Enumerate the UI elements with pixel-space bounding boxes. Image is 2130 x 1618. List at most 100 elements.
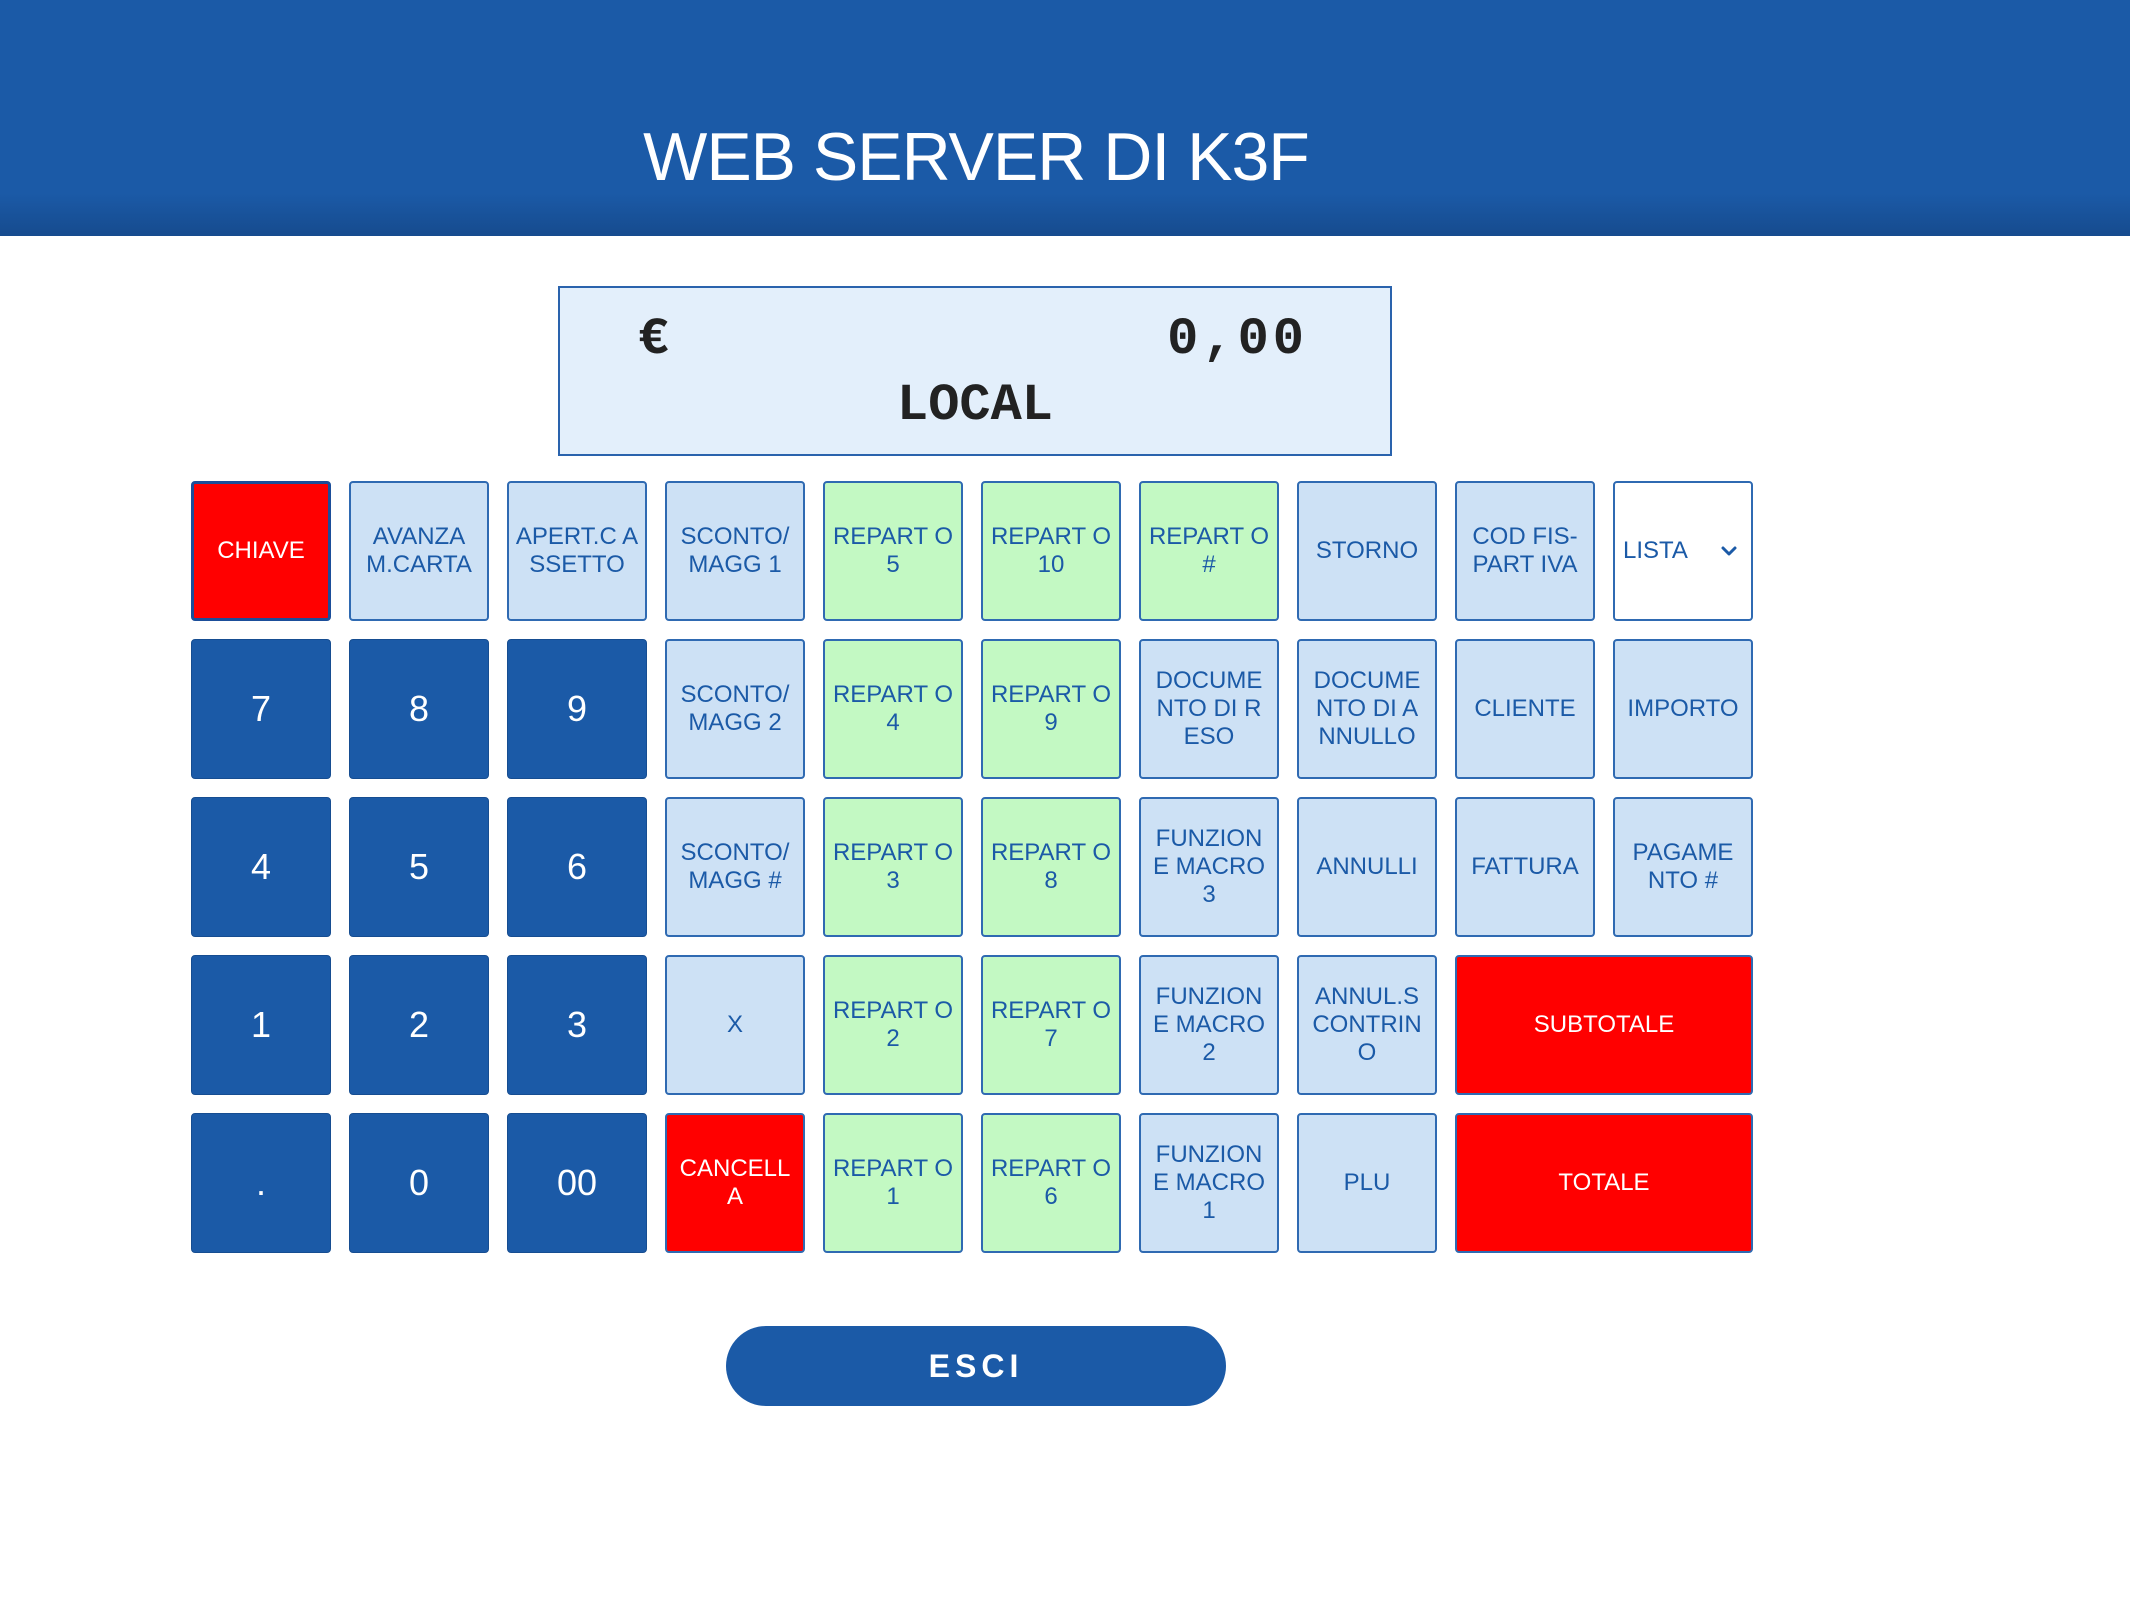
digit-0-label: 0 (408, 1162, 430, 1203)
reparto-8-label: REPART O 8 (990, 839, 1112, 894)
reparto-3-button[interactable]: REPART O 3 (823, 797, 963, 937)
cliente-button[interactable]: CLIENTE (1455, 639, 1595, 779)
cash-register-display: € 0,00 LOCAL (558, 286, 1392, 456)
decimal-point-button[interactable]: . (191, 1113, 331, 1253)
annul-scontrino-button[interactable]: ANNUL.S CONTRIN O (1297, 955, 1437, 1095)
reparto-4-label: REPART O 4 (832, 681, 954, 736)
reparto-9-label: REPART O 9 (990, 681, 1112, 736)
reparto-9-button[interactable]: REPART O 9 (981, 639, 1121, 779)
reparto-4-button[interactable]: REPART O 4 (823, 639, 963, 779)
reparto-5-button[interactable]: REPART O 5 (823, 481, 963, 621)
display-amount: 0,00 (1167, 310, 1308, 369)
digit-00-button[interactable]: 00 (507, 1113, 647, 1253)
digit-8-label: 8 (408, 688, 430, 729)
cod-fis-part-iva-label: COD FIS- PART IVA (1472, 523, 1578, 578)
reparto-10-label: REPART O 10 (990, 523, 1112, 578)
digit-4-button[interactable]: 4 (191, 797, 331, 937)
cancella-button[interactable]: CANCELL A (665, 1113, 805, 1253)
lista-selected-value: LISTA (1623, 537, 1688, 564)
funzione-macro-1-label: FUNZION E MACRO 1 (1152, 1141, 1265, 1224)
annulli-label: ANNULLI (1316, 853, 1418, 880)
avanza-carta-label: AVANZA M.CARTA (366, 523, 472, 578)
cliente-label: CLIENTE (1474, 695, 1576, 722)
fattura-button[interactable]: FATTURA (1455, 797, 1595, 937)
documento-annullo-button[interactable]: DOCUME NTO DI A NNULLO (1297, 639, 1437, 779)
reparto-8-button[interactable]: REPART O 8 (981, 797, 1121, 937)
pagamento-hash-label: PAGAME NTO # (1632, 839, 1734, 894)
multiply-x-label: X (726, 1011, 743, 1038)
reparto-2-label: REPART O 2 (832, 997, 954, 1052)
esci-label: ESCI (928, 1347, 1024, 1384)
cod-fis-part-iva-button[interactable]: COD FIS- PART IVA (1455, 481, 1595, 621)
digit-6-button[interactable]: 6 (507, 797, 647, 937)
pagamento-hash-button[interactable]: PAGAME NTO # (1613, 797, 1753, 937)
display-mode: LOCAL (896, 376, 1054, 435)
digit-9-button[interactable]: 9 (507, 639, 647, 779)
storno-label: STORNO (1315, 537, 1419, 564)
fattura-label: FATTURA (1471, 853, 1579, 880)
documento-reso-label: DOCUME NTO DI R ESO (1155, 667, 1263, 750)
sconto-magg-hash-label: SCONTO/ MAGG # (680, 839, 790, 894)
funzione-macro-1-button[interactable]: FUNZION E MACRO 1 (1139, 1113, 1279, 1253)
multiply-x-button[interactable]: X (665, 955, 805, 1095)
sconto-magg-1-label: SCONTO/ MAGG 1 (680, 523, 790, 578)
annulli-button[interactable]: ANNULLI (1297, 797, 1437, 937)
funzione-macro-3-button[interactable]: FUNZION E MACRO 3 (1139, 797, 1279, 937)
sconto-magg-hash-button[interactable]: SCONTO/ MAGG # (665, 797, 805, 937)
plu-button[interactable]: PLU (1297, 1113, 1437, 1253)
totale-label: TOTALE (1558, 1169, 1650, 1196)
digit-7-label: 7 (250, 688, 272, 729)
digit-3-label: 3 (566, 1004, 588, 1045)
lista-select[interactable]: LISTA (1613, 481, 1753, 621)
digit-5-button[interactable]: 5 (349, 797, 489, 937)
reparto-hash-button[interactable]: REPART O # (1139, 481, 1279, 621)
reparto-1-label: REPART O 1 (832, 1155, 954, 1210)
importo-button[interactable]: IMPORTO (1613, 639, 1753, 779)
avanza-carta-button[interactable]: AVANZA M.CARTA (349, 481, 489, 621)
display-currency: € (638, 310, 670, 369)
decimal-point-label: . (255, 1162, 266, 1203)
funzione-macro-2-label: FUNZION E MACRO 2 (1152, 983, 1265, 1066)
digit-0-button[interactable]: 0 (349, 1113, 489, 1253)
reparto-6-button[interactable]: REPART O 6 (981, 1113, 1121, 1253)
subtotale-label: SUBTOTALE (1533, 1011, 1675, 1038)
storno-button[interactable]: STORNO (1297, 481, 1437, 621)
sconto-magg-2-label: SCONTO/ MAGG 2 (680, 681, 790, 736)
digit-9-label: 9 (566, 688, 588, 729)
sconto-magg-1-button[interactable]: SCONTO/ MAGG 1 (665, 481, 805, 621)
digit-7-button[interactable]: 7 (191, 639, 331, 779)
documento-reso-button[interactable]: DOCUME NTO DI R ESO (1139, 639, 1279, 779)
totale-button[interactable]: TOTALE (1455, 1113, 1753, 1253)
page-title: WEB SERVER DI K3F (643, 119, 1310, 195)
importo-label: IMPORTO (1627, 695, 1739, 722)
reparto-5-label: REPART O 5 (832, 523, 954, 578)
annul-scontrino-label: ANNUL.S CONTRIN O (1312, 983, 1422, 1066)
digit-5-label: 5 (408, 846, 430, 887)
documento-annullo-label: DOCUME NTO DI A NNULLO (1313, 667, 1421, 750)
subtotale-button[interactable]: SUBTOTALE (1455, 955, 1753, 1095)
digit-4-label: 4 (250, 846, 272, 887)
reparto-1-button[interactable]: REPART O 1 (823, 1113, 963, 1253)
digit-00-label: 00 (556, 1162, 598, 1203)
apertura-cassetto-label: APERT.C ASSETTO (515, 523, 639, 578)
reparto-7-button[interactable]: REPART O 7 (981, 955, 1121, 1095)
digit-1-button[interactable]: 1 (191, 955, 331, 1095)
apertura-cassetto-button[interactable]: APERT.C ASSETTO (507, 481, 647, 621)
digit-2-label: 2 (408, 1004, 430, 1045)
chiave-label: CHIAVE (217, 537, 305, 564)
chiave-button[interactable]: CHIAVE (191, 481, 331, 621)
funzione-macro-2-button[interactable]: FUNZION E MACRO 2 (1139, 955, 1279, 1095)
esci-button[interactable]: ESCI (726, 1326, 1226, 1406)
digit-8-button[interactable]: 8 (349, 639, 489, 779)
digit-2-button[interactable]: 2 (349, 955, 489, 1095)
reparto-2-button[interactable]: REPART O 2 (823, 955, 963, 1095)
sconto-magg-2-button[interactable]: SCONTO/ MAGG 2 (665, 639, 805, 779)
chevron-down-icon (1721, 546, 1737, 556)
cancella-label: CANCELL A (679, 1155, 791, 1210)
reparto-3-label: REPART O 3 (832, 839, 954, 894)
reparto-10-button[interactable]: REPART O 10 (981, 481, 1121, 621)
digit-6-label: 6 (566, 846, 588, 887)
digit-1-label: 1 (250, 1004, 272, 1045)
funzione-macro-3-label: FUNZION E MACRO 3 (1152, 825, 1265, 908)
digit-3-button[interactable]: 3 (507, 955, 647, 1095)
